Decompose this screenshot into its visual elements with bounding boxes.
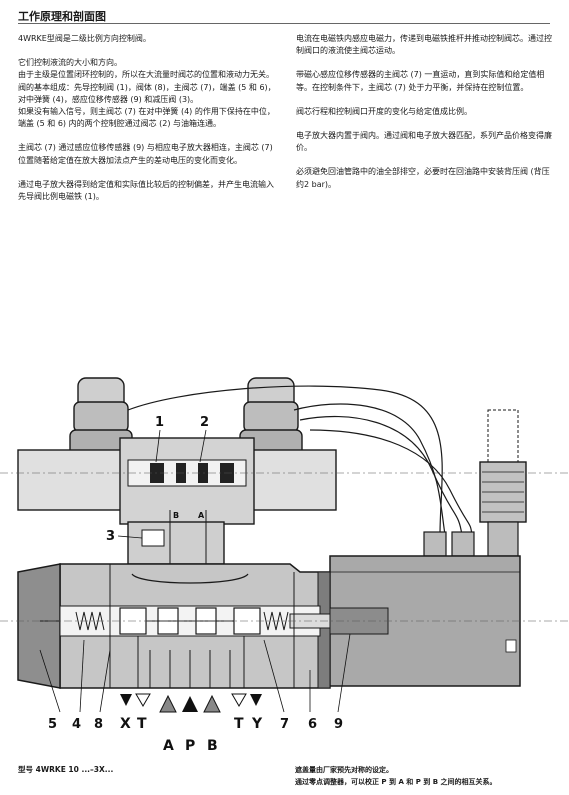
port-x: X xyxy=(120,716,131,732)
title-divider xyxy=(18,23,550,24)
callout-8: 8 xyxy=(94,717,103,732)
port-a: A xyxy=(163,738,174,754)
footer-note-1: 遮盖量由厂家预先对称的设定。 xyxy=(295,766,393,774)
callout-1: 1 xyxy=(155,415,164,430)
pilot-port-b: B xyxy=(173,511,179,520)
main-valve-body xyxy=(0,555,569,689)
port-arrows xyxy=(120,693,262,713)
callout-4: 4 xyxy=(72,717,81,732)
backpressure-paragraph: 必须避免回油管路中的油全部排空，必要时在回油路中安装背压阀 (背压约2 bar)… xyxy=(296,167,550,189)
callout-7: 7 xyxy=(280,717,289,732)
callout-3: 3 xyxy=(106,529,115,544)
right-text-column: 电流在电磁铁内感应电磁力，传递到电磁铁推杆并推动控制阀芯。通过控制阀口的液流使主… xyxy=(296,33,554,203)
sensor-cable xyxy=(127,385,473,536)
port-p: P xyxy=(185,738,195,754)
description-line-1: 它们控制液流的大小和方向。 xyxy=(18,58,122,68)
feedback-paragraph: 带磁心感应位移传感器的主阀芯 (7) 一直运动，直到实际值和给定值相等。在控制条… xyxy=(296,70,545,92)
electrical-connector xyxy=(479,409,527,523)
pilot-valve xyxy=(0,437,569,525)
callout-leaders xyxy=(39,429,351,713)
port-t-right: T xyxy=(234,716,244,732)
pilot-port-a: A xyxy=(198,511,205,520)
callout-6: 6 xyxy=(308,717,317,732)
callout-9: 9 xyxy=(334,717,343,732)
description-line-2: 由于主级是位置闭环控制的，所以在大流量时阀芯的位置和液动力无关。 xyxy=(18,70,274,80)
description-line-4: 如果没有输入信号，则主阀芯 (7) 在对中弹簧 (4) 的作用下保持在中位，端盖… xyxy=(18,107,275,129)
current-paragraph: 电流在电磁铁内感应电磁力，传递到电磁铁推杆并推动控制阀芯。通过控制阀口的液流使主… xyxy=(296,34,552,56)
port-t-left: T xyxy=(137,716,147,732)
callout-5: 5 xyxy=(48,717,57,732)
cable-glands xyxy=(423,521,519,557)
footer-notes: 遮盖量由厂家预先对称的设定。 通过零点调整器，可以校正 P 到 A 和 P 到 … xyxy=(295,764,497,788)
amplifier-paragraph: 通过电子放大器得到给定值和实际值比较后的控制偏差，并产生电流输入先导阀比例电磁铁… xyxy=(18,179,274,202)
type-designation: 型号 4WRKE 10 ...–3X... xyxy=(18,765,114,774)
proportional-paragraph: 阀芯行程和控制阀口开度的变化与给定值成比例。 xyxy=(296,106,472,116)
intro-paragraph: 4WRKE型阀是二级比例方向控制阀。 xyxy=(18,34,151,43)
left-text-column: 4WRKE型阀是二级比例方向控制阀。 它们控制液流的大小和方向。 由于主级是位置… xyxy=(18,33,280,215)
callout-2: 2 xyxy=(200,415,209,430)
sensor-paragraph: 主阀芯 (7) 通过感应位移传感器 (9) 与相应电子放大器相连，主阀芯 (7)… xyxy=(18,143,273,165)
page-title: 工作原理和剖面图 xyxy=(18,10,106,23)
port-b: B xyxy=(207,738,218,754)
description-line-3: 阀的基本组成：先导控制阀 (1)，阀体 (8)，主阀芯 (7)，端盖 (5 和 … xyxy=(18,82,276,104)
left-solenoid xyxy=(69,377,133,467)
valve-cross-section-drawing: 1 2 3 B A 5 4 8 7 6 9 X T T Y A P B xyxy=(0,377,569,754)
pressure-reducing-valve xyxy=(127,510,225,565)
integrated-amplifier-paragraph: 电子放大器内置于阀内。通过阀和电子放大器匹配，系列产品价格变得廉价。 xyxy=(296,131,552,153)
port-y: Y xyxy=(251,716,263,732)
footer-note-2: 通过零点调整器，可以校正 P 到 A 和 P 到 B 之间的相互关系。 xyxy=(295,778,497,786)
